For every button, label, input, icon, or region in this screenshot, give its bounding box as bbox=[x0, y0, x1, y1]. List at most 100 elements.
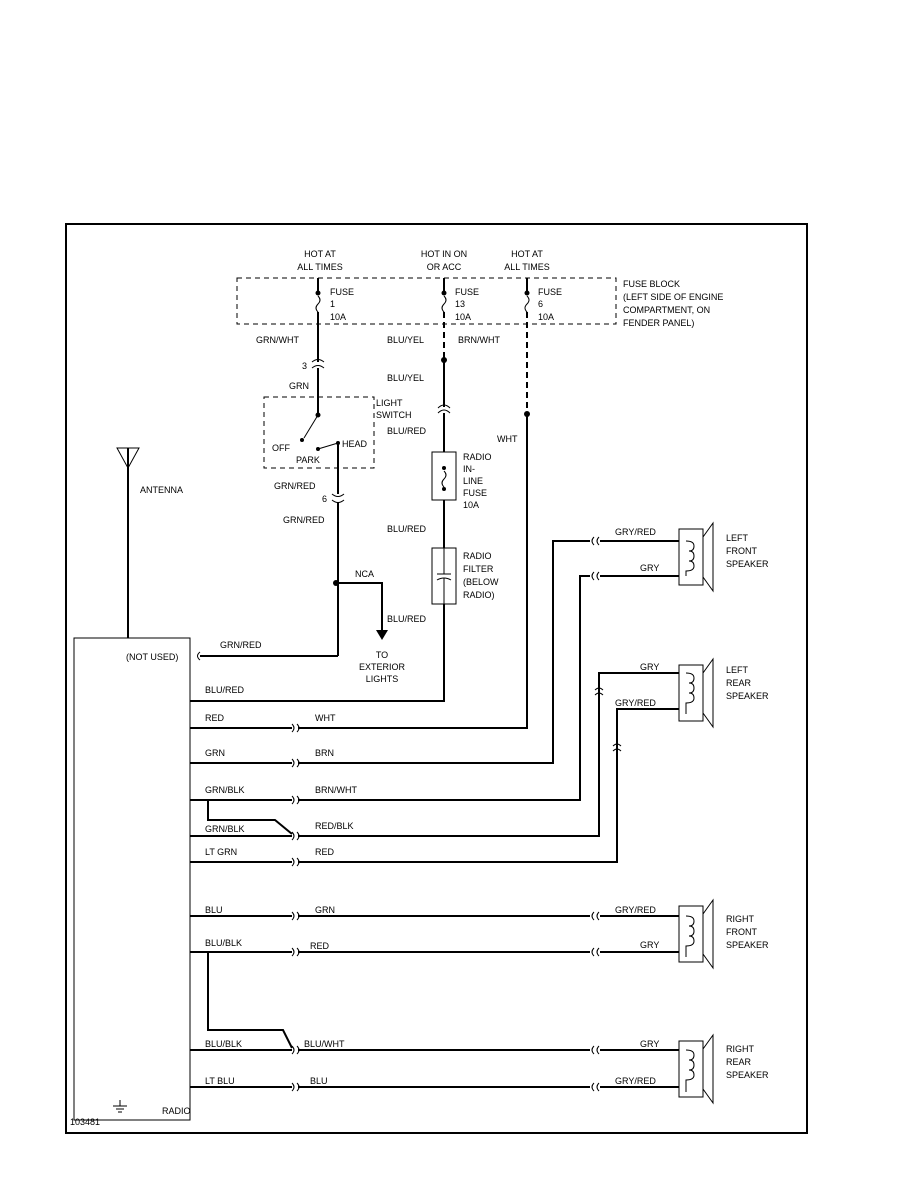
exterior-arrow bbox=[376, 630, 388, 640]
radio-pin-blu-blk-1: BLU/BLK bbox=[205, 938, 242, 948]
rf-label-3: SPEAKER bbox=[726, 940, 769, 950]
wire-lr-gry-red bbox=[616, 708, 686, 756]
lf-label-1: LEFT bbox=[726, 533, 749, 543]
conn-lf-1 bbox=[591, 536, 600, 546]
inline-fuse-dot-2 bbox=[442, 487, 446, 491]
lf-label-2: FRONT bbox=[726, 546, 757, 556]
switch-off: OFF bbox=[272, 443, 290, 453]
rr-label-gry-red: GRY/RED bbox=[615, 1076, 656, 1086]
rf-speaker-cone bbox=[702, 898, 714, 970]
radio-pin-blu-red: BLU/RED bbox=[205, 685, 245, 695]
antenna-label: ANTENNA bbox=[140, 485, 183, 495]
conn-lt-grn-red bbox=[291, 857, 300, 867]
wire-label-blu-red-3: BLU/RED bbox=[387, 614, 427, 624]
wire-label-grn-red-2: GRN/RED bbox=[283, 515, 325, 525]
radio-label: RADIO bbox=[162, 1106, 191, 1116]
conn-lf-2 bbox=[591, 571, 600, 581]
wire-brn bbox=[298, 540, 590, 764]
wire-to-exterior bbox=[338, 582, 383, 630]
conn-lt-blu-blu bbox=[291, 1082, 300, 1092]
conn-rr-2 bbox=[591, 1082, 600, 1092]
wire-red-blk bbox=[298, 700, 600, 837]
wire-blu-blk-jumper bbox=[207, 952, 293, 1049]
radio-pin-grn: GRN bbox=[205, 748, 225, 758]
wire-label-grn-wht: GRN/WHT bbox=[256, 335, 299, 345]
fuse6-label: FUSE bbox=[538, 287, 562, 297]
fuse13-symbol bbox=[441, 295, 447, 313]
rr-label-1: RIGHT bbox=[726, 1044, 755, 1054]
switch-arm bbox=[303, 414, 319, 439]
wire-label-brn-wht: BRN/WHT bbox=[315, 785, 357, 795]
wire-label-wht: WHT bbox=[497, 434, 518, 444]
inline-fuse-label-1: RADIO bbox=[463, 452, 492, 462]
lr-speaker-cone bbox=[702, 657, 714, 729]
wire-label-blu-red-2: BLU/RED bbox=[387, 524, 427, 534]
filter-label-2: FILTER bbox=[463, 564, 494, 574]
wire-brn-wht bbox=[298, 575, 590, 801]
inline-fuse-symbol bbox=[441, 470, 447, 488]
wire-blu-red-radio bbox=[190, 604, 445, 702]
fuse1-symbol bbox=[315, 295, 321, 313]
inline-fuse-label-4: FUSE bbox=[463, 488, 487, 498]
conn-lr-2 bbox=[612, 743, 622, 752]
rr-label-gry: GRY bbox=[640, 1039, 659, 1049]
exterior-label-3: LIGHTS bbox=[366, 674, 399, 684]
lr-label-2: REAR bbox=[726, 678, 752, 688]
conn-blu-grn bbox=[291, 911, 300, 921]
rr-label-2: REAR bbox=[726, 1057, 752, 1067]
wire-label-grn: GRN bbox=[289, 381, 309, 391]
filter-label-1: RADIO bbox=[463, 551, 492, 561]
radio-pin-grn-blk-1: GRN/BLK bbox=[205, 785, 245, 795]
filter-label-4: RADIO) bbox=[463, 590, 495, 600]
lf-label-3: SPEAKER bbox=[726, 559, 769, 569]
conn-blu-blk-red bbox=[291, 947, 300, 957]
wire-label-blu-wht: BLU/WHT bbox=[304, 1039, 345, 1049]
light-switch-label-2: SWITCH bbox=[376, 410, 412, 420]
rf-label-gry-red: GRY/RED bbox=[615, 905, 656, 915]
inline-fuse-label-3: LINE bbox=[463, 476, 483, 486]
diagram-id: 103481 bbox=[70, 1117, 100, 1127]
radio-pin-lt-blu: LT BLU bbox=[205, 1076, 235, 1086]
exterior-label-1: TO bbox=[376, 650, 388, 660]
hot-label-2a: HOT IN ON bbox=[421, 249, 467, 259]
wire-grn-blk-jumper bbox=[207, 800, 293, 835]
wire-label-blu-yel-1: BLU/YEL bbox=[387, 335, 424, 345]
lf-speaker-cone bbox=[702, 521, 714, 593]
fuse-block-title: FUSE BLOCK bbox=[623, 279, 680, 289]
fuse6-amp: 10A bbox=[538, 312, 554, 322]
wire-wht bbox=[298, 414, 528, 729]
inline-fuse-label-5: 10A bbox=[463, 500, 479, 510]
fuse13-label: FUSE bbox=[455, 287, 479, 297]
light-switch-label-1: LIGHT bbox=[376, 398, 403, 408]
radio-unit bbox=[73, 637, 191, 1121]
wire-label-blu-yel-2: BLU/YEL bbox=[387, 373, 424, 383]
conn-rr-1 bbox=[591, 1045, 600, 1055]
fuse1-num: 1 bbox=[330, 299, 335, 309]
fuse13-num: 13 bbox=[455, 299, 465, 309]
switch-off-contact bbox=[300, 438, 304, 442]
fuse13-dot bbox=[441, 290, 447, 296]
radio-pin-blu: BLU bbox=[205, 905, 223, 915]
rr-speaker-coil bbox=[685, 1049, 695, 1092]
radio-pin-red: RED bbox=[205, 713, 225, 723]
wire-label-brn: BRN bbox=[315, 748, 334, 758]
rf-label-2: FRONT bbox=[726, 927, 757, 937]
wire-label-grn-2: GRN bbox=[315, 905, 335, 915]
pin-6: 6 bbox=[322, 494, 327, 504]
wire-label-wht-2: WHT bbox=[315, 713, 336, 723]
radio-not-used: (NOT USED) bbox=[126, 652, 178, 662]
lr-label-1: LEFT bbox=[726, 665, 749, 675]
fuse6-dot bbox=[524, 290, 530, 296]
rf-speaker-box bbox=[678, 905, 704, 963]
splice-nca bbox=[333, 580, 339, 586]
wire-label-red-blk: RED/BLK bbox=[315, 821, 354, 831]
switch-park-link bbox=[317, 442, 339, 450]
exterior-label-2: EXTERIOR bbox=[359, 662, 406, 672]
connector-6 bbox=[331, 493, 345, 503]
fuse-block-line4: FENDER PANEL) bbox=[623, 318, 694, 328]
conn-grn-blk-brn-wht bbox=[291, 795, 300, 805]
inline-fuse-dot-1 bbox=[442, 466, 446, 470]
hot-label-3a: HOT AT bbox=[511, 249, 543, 259]
lf-label-gry-red: GRY/RED bbox=[615, 527, 656, 537]
